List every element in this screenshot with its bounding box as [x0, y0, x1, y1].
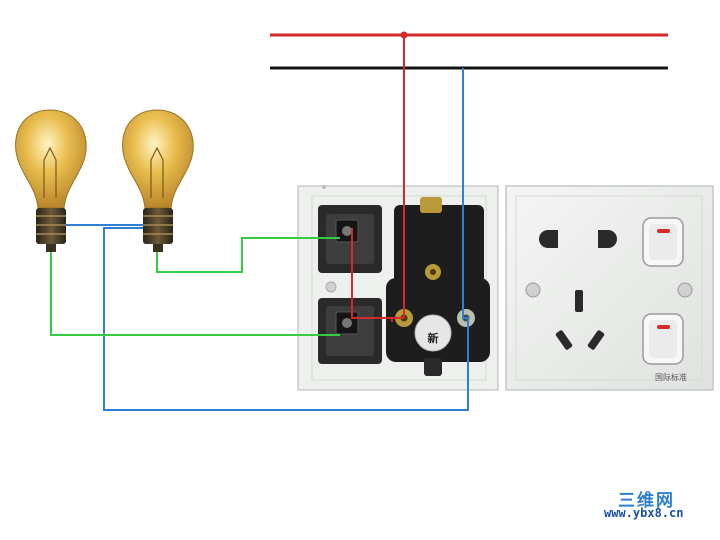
socket-label-disc [414, 314, 452, 352]
supply-lines [270, 31, 668, 70]
outlet-switch-upper-indicator [657, 229, 670, 233]
bulb-left [15, 109, 87, 252]
bulb-right-glass [122, 109, 194, 209]
bulb-left-base [36, 208, 66, 244]
watermark-url: www.ybx8.cn [604, 506, 684, 520]
socket-label-mark: 新 [428, 331, 439, 345]
outlet-switch-lower[interactable] [642, 313, 684, 365]
two-pin-hole-right [598, 230, 617, 248]
bulb-right-filament [150, 146, 164, 198]
switch-terminal-upper [318, 205, 382, 273]
three-pin-earth-hole [575, 290, 583, 312]
switched-wire-right-bulb [156, 237, 340, 273]
three-pin-right-hole [587, 330, 605, 350]
wiring [50, 35, 469, 411]
switch-terminal-lower [318, 298, 382, 364]
two-pin-hole-left [539, 230, 558, 248]
switch-plate: 新 [297, 185, 499, 391]
outlet-faceplate: 国际标准 [505, 185, 714, 391]
three-pin-left-hole [555, 330, 573, 350]
bulb-right [122, 109, 194, 252]
outlet-switch-upper[interactable] [642, 217, 684, 267]
bulb-right-base [143, 208, 173, 244]
neutral-return-wire [103, 227, 469, 411]
bulb-left-filament [43, 146, 57, 198]
neutral-drop-wire [462, 68, 466, 319]
socket-back-module: 新 [386, 197, 490, 376]
live-to-switch-upper [351, 228, 404, 319]
outlet-label: 国际标准 [655, 372, 687, 382]
faceplate-screw-left [525, 282, 541, 298]
bulb-left-glass [15, 109, 87, 209]
faceplate-screw-right [677, 282, 693, 298]
switched-wire-left-bulb [50, 252, 340, 336]
outlet-switch-lower-indicator [657, 325, 670, 329]
watermark-logo: 三维网 [618, 491, 675, 511]
